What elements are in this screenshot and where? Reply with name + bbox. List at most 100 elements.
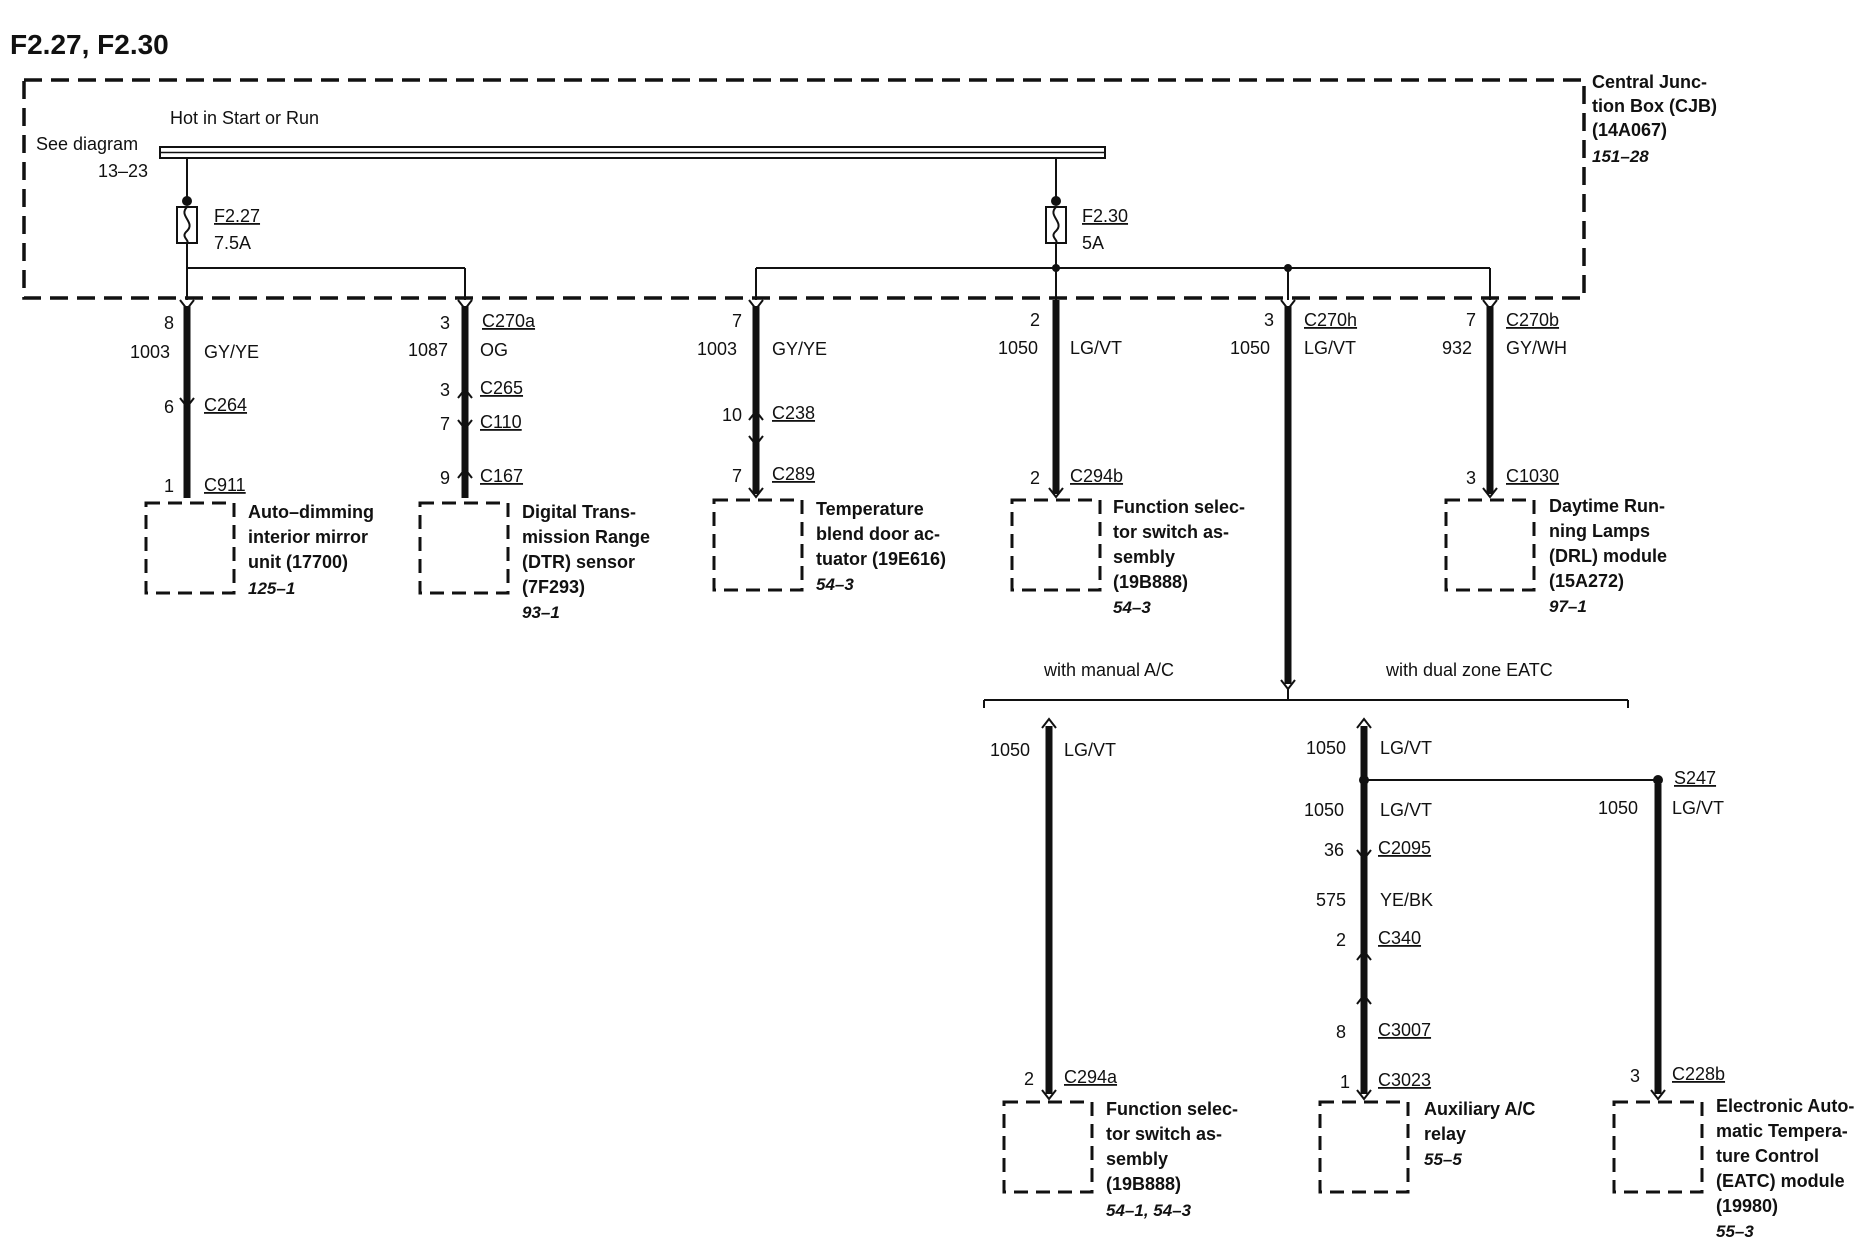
fuse-f230 [1045,158,1067,268]
component-dtr-sensor [418,501,510,595]
branch-3-end-conn: C289 [772,464,815,484]
lower-manual-color: LG/VT [1064,740,1116,760]
lower-manual-circuit: 1050 [990,740,1030,760]
branch-1-circuit: 1003 [130,342,170,362]
lower-dual-c2: C340 [1378,928,1421,948]
branch-5-wire [1280,268,1296,700]
lower-dual-circuit-3: 575 [1316,890,1346,910]
lower-eatc-wire [1650,784,1666,1101]
svg-text:ture Control: ture Control [1716,1146,1819,1166]
branch-3-pin: 7 [732,311,742,331]
fuse-f227-name: F2.27 [214,206,260,226]
lower-dual-c3-pin: 8 [1336,1022,1346,1042]
lower-manual-wire [1041,717,1057,1101]
svg-text:Auto–dimming: Auto–dimming [248,502,374,522]
option-dual-zone-eatc: with dual zone EATC [1385,660,1553,680]
branch-1-mid-conn: C264 [204,395,247,415]
component-drl-module-label: Daytime Run- ning Lamps (DRL) module (15… [1549,496,1667,616]
branch-2-c2-pin: 7 [440,414,450,434]
component-function-selector-switch-a [1002,1100,1094,1194]
svg-text:125–1: 125–1 [248,579,295,598]
branch-1-color: GY/YE [204,342,259,362]
lower-dual-c2-pin: 2 [1336,930,1346,950]
branch-1-end-pin: 1 [164,476,174,496]
component-dtr-sensor-label: Digital Trans- mission Range (DTR) senso… [522,502,650,622]
branch-6-end-pin: 3 [1466,468,1476,488]
svg-text:54–3: 54–3 [816,575,854,594]
branch-5-conn: C270h [1304,310,1357,330]
branch-2-color: OG [480,340,508,360]
component-function-selector-switch-b [1010,498,1102,592]
branch-2-pin: 3 [440,313,450,333]
splice-s247-label: S247 [1674,768,1716,788]
fuse-f230-rating: 5A [1082,233,1104,253]
branch-6-end-conn: C1030 [1506,466,1559,486]
branch-4-wire [1048,268,1064,499]
lower-eatc-color: LG/VT [1672,798,1724,818]
lower-eatc-circuit: 1050 [1598,798,1638,818]
lower-dual-color-2: LG/VT [1380,800,1432,820]
svg-text:Electronic Auto-: Electronic Auto- [1716,1096,1854,1116]
branch-5-circuit: 1050 [1230,338,1270,358]
svg-text:Central Junc-: Central Junc- [1592,72,1707,92]
svg-text:151–28: 151–28 [1592,147,1649,166]
svg-text:relay: relay [1424,1124,1466,1144]
svg-text:Daytime Run-: Daytime Run- [1549,496,1665,516]
branch-3-mid-pin: 10 [722,405,742,425]
branch-2-end-conn: C167 [480,466,523,486]
component-function-selector-switch-b-label: Function selec- tor switch as- sembly (1… [1113,497,1245,617]
branch-1-end-conn: C911 [204,475,246,495]
branch-2-c2: C110 [480,412,522,432]
component-temp-blend-door-actuator-label: Temperature blend door ac- tuator (19E61… [816,499,946,594]
branch-2-end-pin: 9 [440,468,450,488]
component-eatc-module [1612,1100,1704,1194]
lower-dual-circuit-2: 1050 [1304,800,1344,820]
svg-text:55–3: 55–3 [1716,1222,1754,1241]
svg-text:54–1, 54–3: 54–1, 54–3 [1106,1201,1192,1220]
branch-6-conn: C270b [1506,310,1559,330]
svg-text:interior mirror: interior mirror [248,527,368,547]
see-diagram-label: See diagram [36,134,138,154]
branch-5-pin: 3 [1264,310,1274,330]
lower-dual-color: LG/VT [1380,738,1432,758]
svg-text:97–1: 97–1 [1549,597,1587,616]
branch-6-pin: 7 [1466,310,1476,330]
fuse-f227-rating: 7.5A [214,233,251,253]
branch-4-color: LG/VT [1070,338,1122,358]
branch-3-circuit: 1003 [697,339,737,359]
component-eatc-module-label: Electronic Auto- matic Tempera- ture Con… [1716,1096,1854,1241]
branch-2-c1: C265 [480,378,523,398]
branch-2-conn: C270a [482,311,536,331]
lower-dual-c1-pin: 36 [1324,840,1344,860]
lower-dual-c3: C3007 [1378,1020,1431,1040]
svg-text:tuator (19E616): tuator (19E616) [816,549,946,569]
branch-3-mid-conn: C238 [772,403,815,423]
component-function-selector-switch-a-label: Function selec- tor switch as- sembly (1… [1106,1099,1238,1220]
svg-text:tor switch as-: tor switch as- [1113,522,1229,542]
svg-text:(19B888): (19B888) [1113,572,1188,592]
see-diagram-ref: 13–23 [98,161,148,181]
svg-text:(14A067): (14A067) [1592,120,1667,140]
lower-dual-color-3: YE/BK [1380,890,1433,910]
component-auto-dimming-mirror-label: Auto–dimming interior mirror unit (17700… [248,502,374,598]
lower-eatc-end-conn: C228b [1672,1064,1725,1084]
svg-text:93–1: 93–1 [522,603,560,622]
branch-5-color: LG/VT [1304,338,1356,358]
svg-text:(DRL) module: (DRL) module [1549,546,1667,566]
svg-text:mission Range: mission Range [522,527,650,547]
svg-text:(19980): (19980) [1716,1196,1778,1216]
branch-6-wire [1482,268,1498,499]
fuse-f227 [176,158,198,268]
lower-manual-end-pin: 2 [1024,1069,1034,1089]
svg-text:55–5: 55–5 [1424,1150,1462,1169]
lower-dual-wire [1356,717,1372,1101]
lower-manual-end-conn: C294a [1064,1067,1118,1087]
svg-text:matic Tempera-: matic Tempera- [1716,1121,1848,1141]
branch-4-pin: 2 [1030,310,1040,330]
branch-4-end-pin: 2 [1030,468,1040,488]
svg-text:ning Lamps: ning Lamps [1549,521,1650,541]
bus-bar [159,146,1106,159]
component-auxiliary-ac-relay-label: Auxiliary A/C relay 55–5 [1424,1099,1535,1169]
component-drl-module [1444,498,1536,592]
